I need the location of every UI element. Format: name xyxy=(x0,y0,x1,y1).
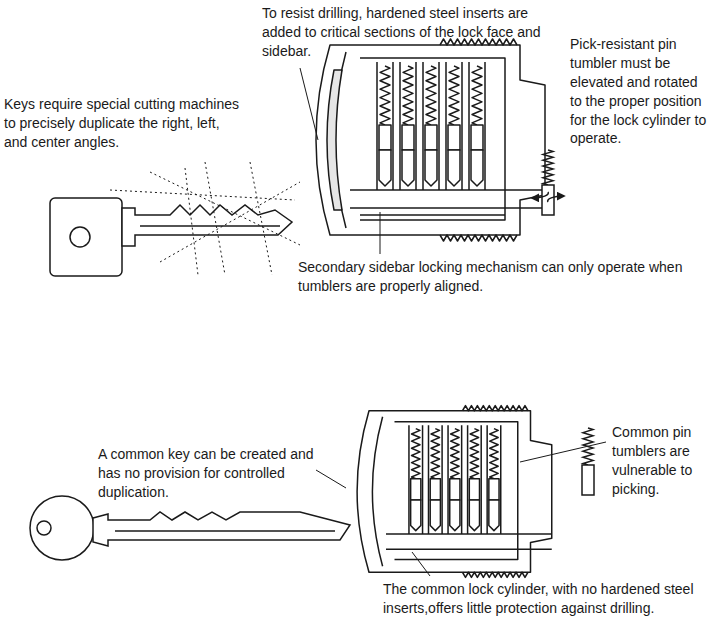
pin-chamber xyxy=(423,62,439,190)
key-bow xyxy=(30,496,94,560)
annotation-text: The common lock cylinder, with no harden… xyxy=(383,580,711,618)
pin-spring xyxy=(431,429,440,479)
leader-line xyxy=(412,552,430,576)
pin-spring xyxy=(449,66,459,125)
rotate-arrow xyxy=(532,192,548,198)
cutaway-edge xyxy=(360,58,505,220)
pin-spring xyxy=(403,66,413,125)
pin-spring xyxy=(426,66,436,125)
common-pin xyxy=(582,428,594,495)
driver-pin xyxy=(379,125,391,150)
pin-chamber xyxy=(468,425,482,534)
angle-guides xyxy=(110,162,300,275)
sidebar xyxy=(360,214,505,216)
angle-guide xyxy=(185,168,198,275)
key-pin xyxy=(448,150,460,186)
key-bow xyxy=(50,198,122,276)
rotate-arrow xyxy=(548,196,564,202)
key-pin xyxy=(469,500,479,531)
cylinder-body xyxy=(316,45,545,235)
angle-guide xyxy=(110,190,295,200)
leader-line xyxy=(380,212,381,254)
pin-spring xyxy=(412,429,421,479)
pin-chamber xyxy=(469,62,485,190)
plug-line xyxy=(386,533,552,535)
pin-chamber xyxy=(400,62,416,190)
leader-line xyxy=(300,68,318,140)
keyway-line xyxy=(386,549,552,551)
driver-pin xyxy=(469,479,479,500)
pin-spring xyxy=(470,429,479,479)
driver-pin xyxy=(411,479,421,500)
key-pin xyxy=(450,500,460,531)
driver-pin xyxy=(450,479,460,500)
pick-resistant-pin xyxy=(532,150,564,215)
cylinder-body xyxy=(357,411,552,573)
cylinder-threads xyxy=(463,406,528,411)
key-hole xyxy=(70,227,90,247)
secure-lock-cylinder xyxy=(316,39,545,241)
cutaway-edge xyxy=(395,422,518,560)
key-blade xyxy=(122,205,292,246)
driver-pin xyxy=(430,479,440,500)
key-pin xyxy=(430,500,440,531)
cylinder-threads xyxy=(463,572,528,577)
common-lock-cylinder xyxy=(357,406,552,578)
pin-chamber xyxy=(448,425,462,534)
driver-pin xyxy=(425,125,437,150)
driver-pin xyxy=(402,125,414,150)
key-pin xyxy=(379,150,391,186)
leader-lines xyxy=(300,68,606,576)
lock-face xyxy=(372,417,382,567)
pin-spring xyxy=(380,66,390,125)
annotation-text: Common pin tumblers are vulnerable to pi… xyxy=(612,423,712,499)
pin-chamber xyxy=(429,425,443,534)
driver-pin xyxy=(448,125,460,150)
leader-line xyxy=(316,470,346,488)
pin-chamber xyxy=(409,425,423,534)
pin-spring xyxy=(543,150,553,185)
key-pin xyxy=(471,150,483,186)
driver-pin xyxy=(471,125,483,150)
pin-chamber xyxy=(446,62,462,190)
cylinder-threads xyxy=(440,235,517,241)
annotation-text: To resist drilling, hardened steel inser… xyxy=(262,4,567,61)
key-pin xyxy=(489,500,499,531)
angle-guide xyxy=(250,162,272,275)
annotation-text: Secondary sidebar locking mechanism can … xyxy=(298,258,703,296)
key-pin xyxy=(425,150,437,186)
key-blade xyxy=(93,512,350,546)
key-hole xyxy=(37,521,51,535)
pin-spring xyxy=(451,429,460,479)
keyway-line xyxy=(350,207,545,209)
key-groove xyxy=(115,530,335,532)
pin-chamber xyxy=(377,62,393,190)
pin-spring xyxy=(490,429,499,479)
cylinder-threads xyxy=(440,39,517,45)
pin-chamber xyxy=(487,425,501,534)
angle-guide xyxy=(150,172,300,245)
annotation-text: Keys require special cutting machines to… xyxy=(4,95,244,152)
common-key xyxy=(30,496,350,560)
key-pin xyxy=(411,500,421,531)
driver-pin xyxy=(489,479,499,500)
angle-guide xyxy=(205,162,225,275)
annotation-text: Pick-resistant pin tumbler must be eleva… xyxy=(570,35,710,148)
steel-insert xyxy=(327,70,342,210)
key-pin xyxy=(402,150,414,186)
secure-key xyxy=(50,198,292,276)
pin-body xyxy=(582,465,594,495)
pin-spring xyxy=(472,66,482,125)
annotation-text: A common key can be created and has no p… xyxy=(98,445,316,502)
leader-line xyxy=(520,442,606,462)
plug-line xyxy=(350,189,545,191)
